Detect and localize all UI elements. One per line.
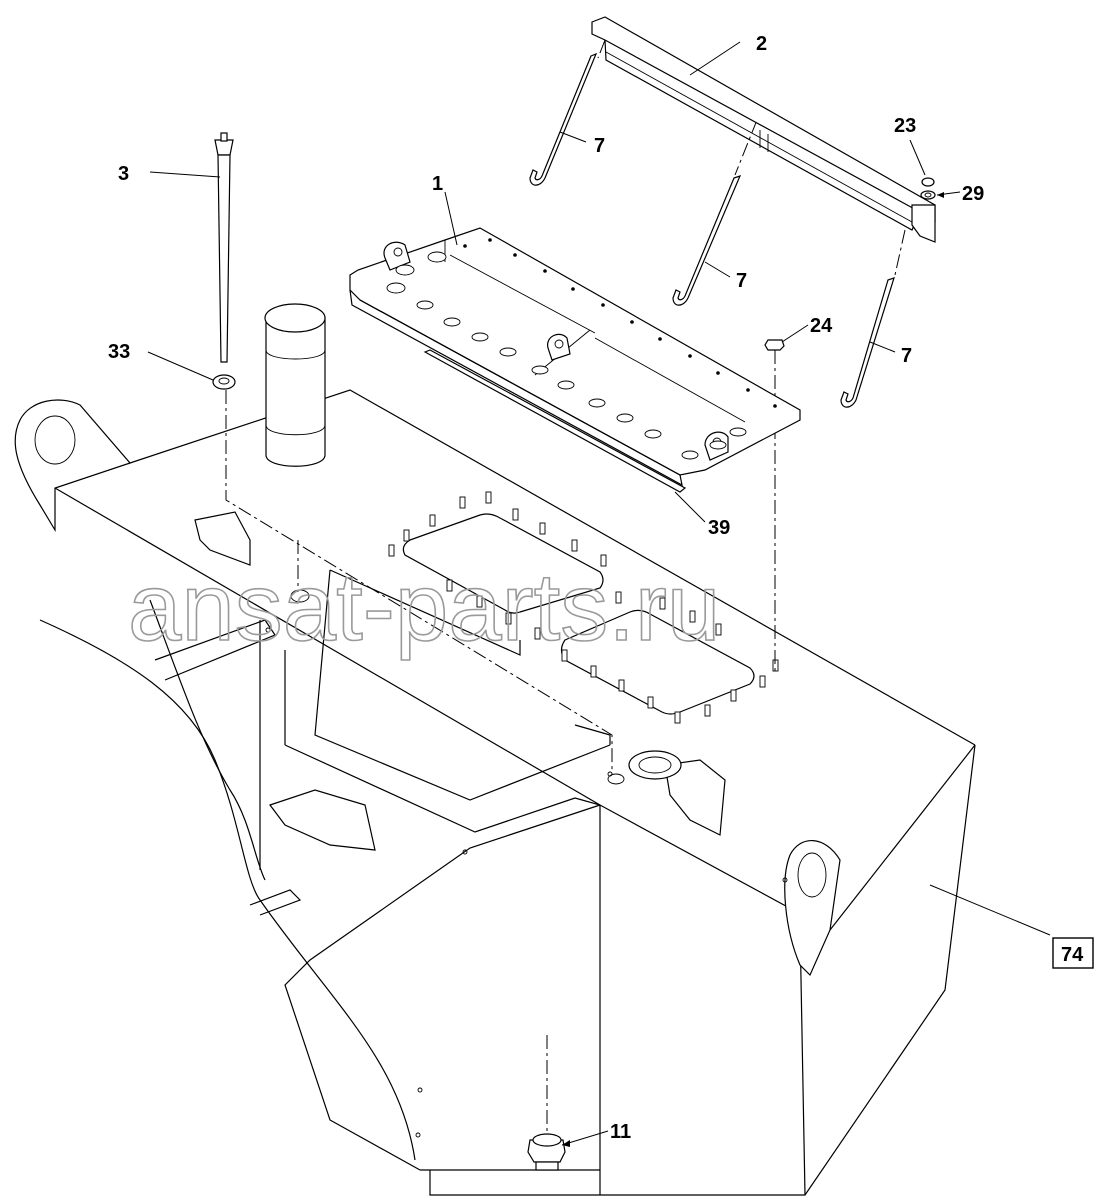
callout-7-a: 7 <box>594 135 605 157</box>
leader-arrowheads <box>562 192 944 1147</box>
part-11-drain-plug <box>527 1133 566 1171</box>
part-23-nut <box>921 177 935 187</box>
callout-24: 24 <box>810 315 833 337</box>
callout-2: 2 <box>756 33 767 55</box>
callout-11: 11 <box>610 1121 631 1143</box>
callout-74: 74 <box>1061 944 1084 966</box>
callout-33: 33 <box>108 341 130 363</box>
part-33-washer <box>212 374 236 390</box>
callout-1: 1 <box>432 173 443 195</box>
part-29-washer <box>920 190 936 200</box>
part-3-dipstick <box>214 132 234 363</box>
callout-7-c: 7 <box>901 345 912 367</box>
leader-lines <box>147 41 1051 1146</box>
callout-23: 23 <box>894 115 916 137</box>
part-7-rods <box>529 52 895 408</box>
part-39-strip <box>423 349 687 493</box>
callout-29: 29 <box>962 183 984 205</box>
part-1-holder-plate <box>349 227 801 487</box>
tank-openings <box>388 491 779 724</box>
filter-cylinder <box>264 303 326 467</box>
callout-39: 39 <box>708 517 730 539</box>
callout-74-box <box>1052 937 1094 969</box>
callout-7-b: 7 <box>736 270 747 292</box>
callout-3: 3 <box>118 163 129 185</box>
part-24-nut <box>764 339 785 351</box>
part-2-rail <box>591 16 936 243</box>
watermark: ansat-parts.ru <box>128 554 720 661</box>
opening-studs <box>388 491 779 724</box>
tank-body <box>14 389 976 1196</box>
